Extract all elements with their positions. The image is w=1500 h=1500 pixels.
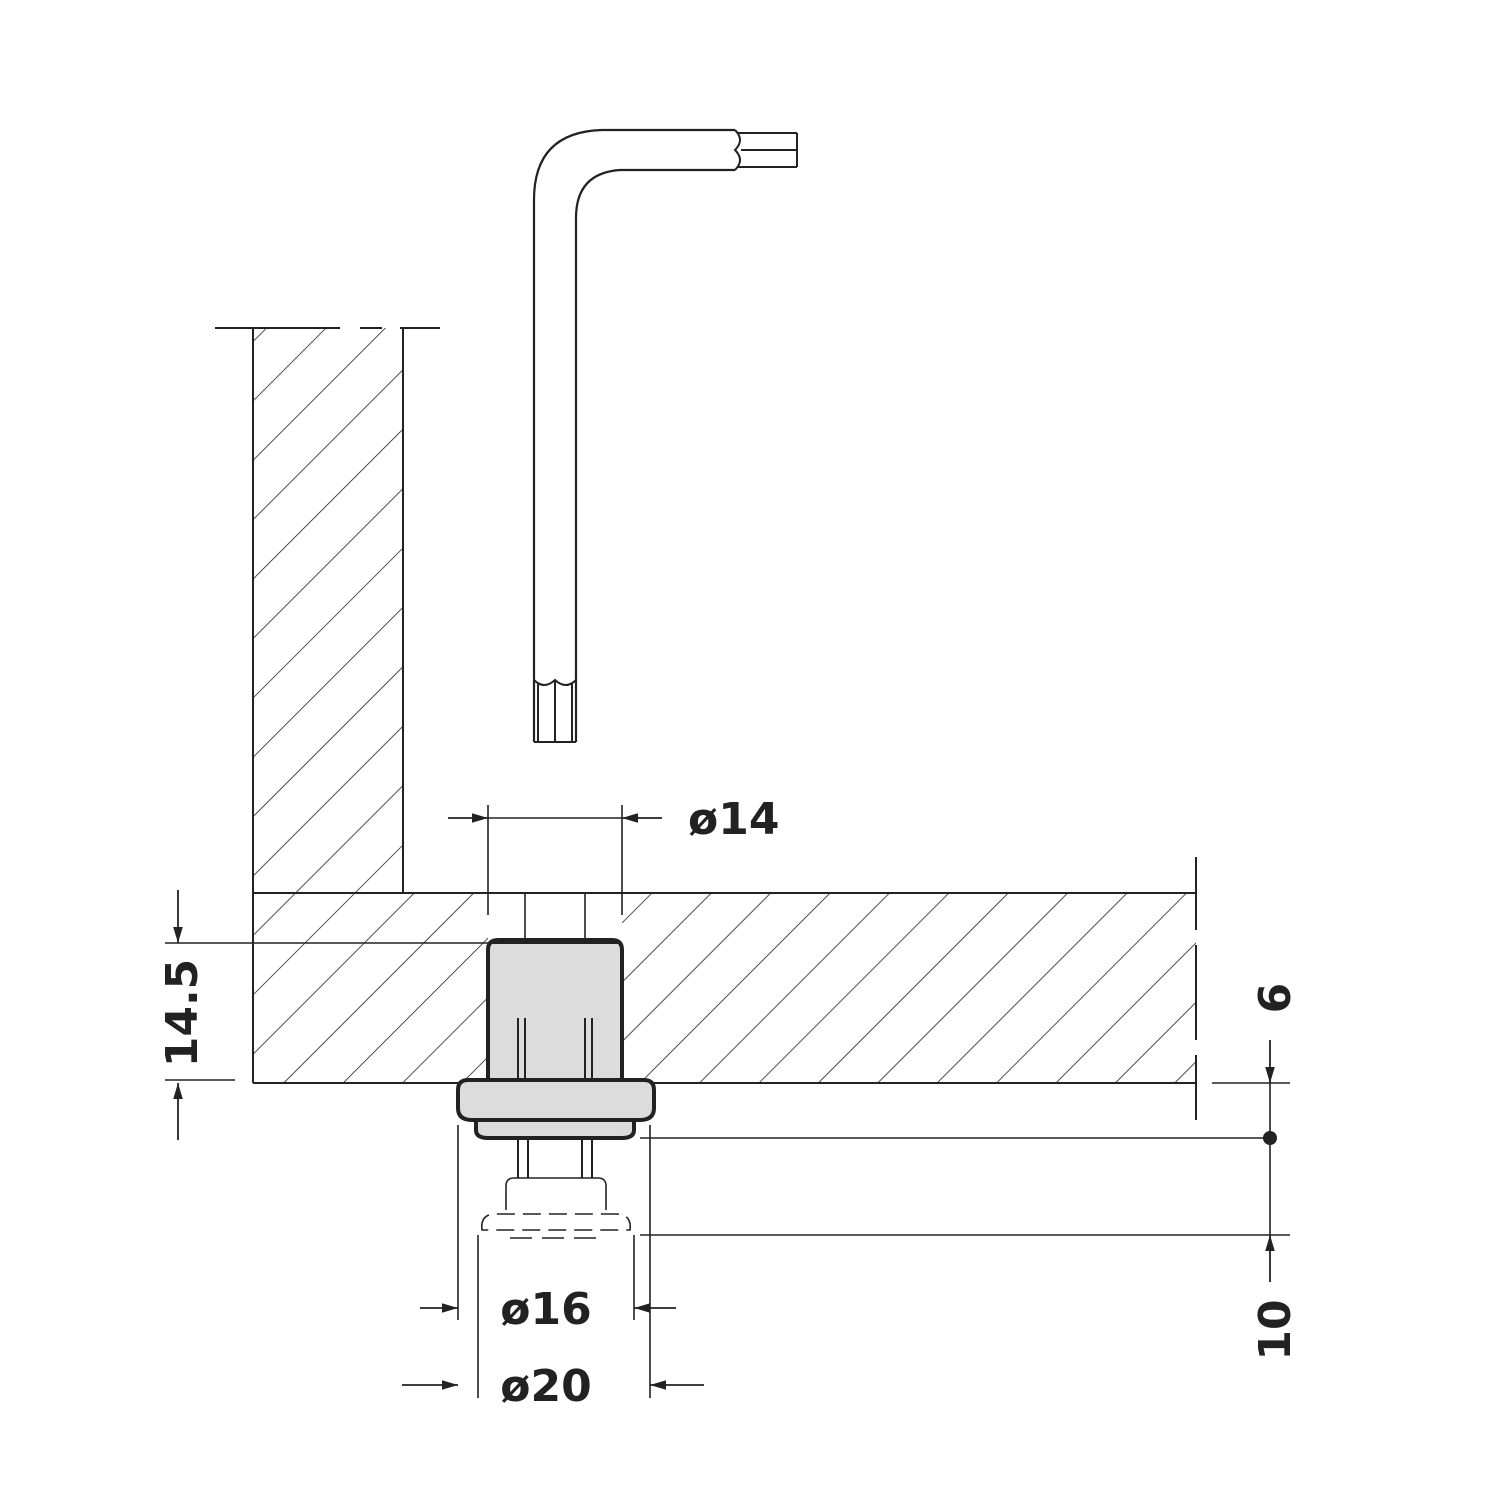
bottom-panel [252,857,1197,1120]
dimension-bore-diameter: ø14 [448,794,779,915]
adjust-top-label: 6 [1250,983,1301,1014]
bore-diameter-label: ø14 [688,794,779,845]
dimension-height-adjustment: 6 10 [640,983,1301,1361]
adjust-bottom-label: 10 [1250,1299,1301,1360]
thread-diameter-label: ø16 [500,1284,591,1335]
dimension-panel-thickness: 14.5 [157,890,488,1140]
dimension-flange-diameter: ø20 [402,1125,704,1412]
panel-thickness-label: 14.5 [157,959,208,1068]
hex-key-icon [532,128,798,743]
side-panel [215,327,440,893]
leveling-foot-icon [456,938,656,1239]
dimension-thread-diameter: ø16 [420,1125,676,1335]
flange-diameter-label: ø20 [500,1361,591,1412]
